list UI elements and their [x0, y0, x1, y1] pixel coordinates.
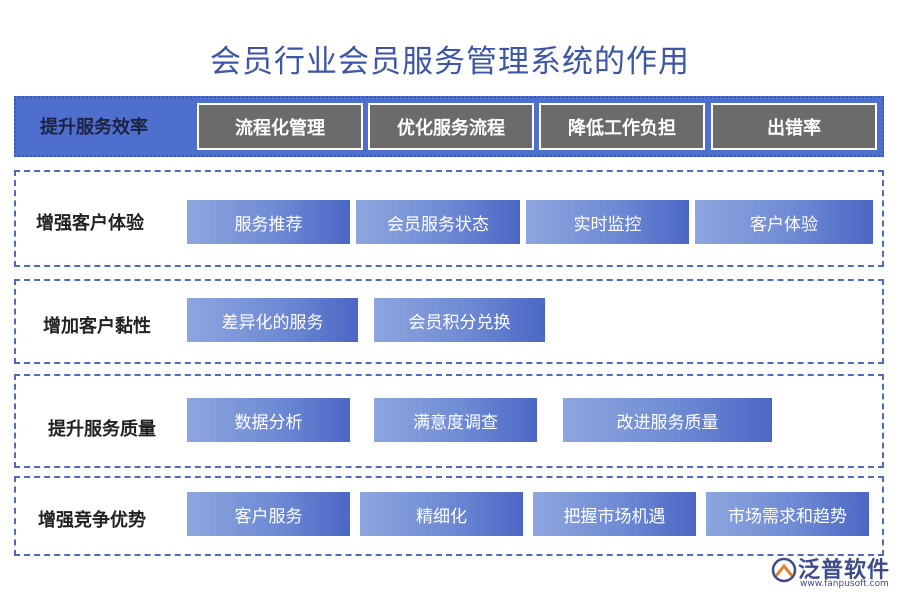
- fanpu-logo-icon: [771, 557, 797, 583]
- row-service-quality: 提升服务质量 数据分析 满意度调查 改进服务质量: [14, 374, 884, 468]
- item-box: 服务推荐: [187, 200, 350, 244]
- item-box: 实时监控: [526, 200, 689, 244]
- item-box: 会员积分兑换: [374, 298, 545, 342]
- item-box: 改进服务质量: [563, 398, 772, 442]
- item-box: 客户服务: [187, 492, 350, 536]
- row-label: 增强客户体验: [36, 213, 144, 234]
- item-box: 精细化: [360, 492, 523, 536]
- row-label: 提升服务效率: [40, 117, 148, 138]
- item-box: 数据分析: [187, 398, 350, 442]
- item-box: 优化服务流程: [368, 103, 534, 150]
- row-customer-stickiness: 增加客户黏性 差异化的服务 会员积分兑换: [14, 279, 884, 364]
- logo-url: www.fanpusoft.com: [800, 579, 889, 589]
- item-box: 差异化的服务: [187, 298, 358, 342]
- row-customer-experience: 增强客户体验 服务推荐 会员服务状态 实时监控 客户体验: [14, 170, 884, 267]
- page-title: 会员行业会员服务管理系统的作用: [210, 44, 690, 80]
- row-label: 提升服务质量: [48, 419, 156, 440]
- item-box: 市场需求和趋势: [706, 492, 869, 536]
- row-label: 增强竞争优势: [38, 510, 146, 531]
- item-box: 把握市场机遇: [533, 492, 696, 536]
- item-box: 会员服务状态: [356, 200, 520, 244]
- row-label: 增加客户黏性: [43, 316, 151, 337]
- brand-logo: 泛普软件 www.fanpusoft.com: [768, 552, 893, 594]
- logo-name: 泛普软件: [798, 557, 891, 583]
- item-box: 降低工作负担: [539, 103, 705, 150]
- item-box: 流程化管理: [197, 103, 363, 150]
- item-box: 客户体验: [695, 200, 873, 244]
- item-box: 出错率: [711, 103, 877, 150]
- item-box: 满意度调查: [374, 398, 537, 442]
- row-competitive-advantage: 增强竞争优势 客户服务 精细化 把握市场机遇 市场需求和趋势: [14, 476, 884, 556]
- row-improve-efficiency: 提升服务效率 流程化管理 优化服务流程 降低工作负担 出错率: [14, 96, 884, 157]
